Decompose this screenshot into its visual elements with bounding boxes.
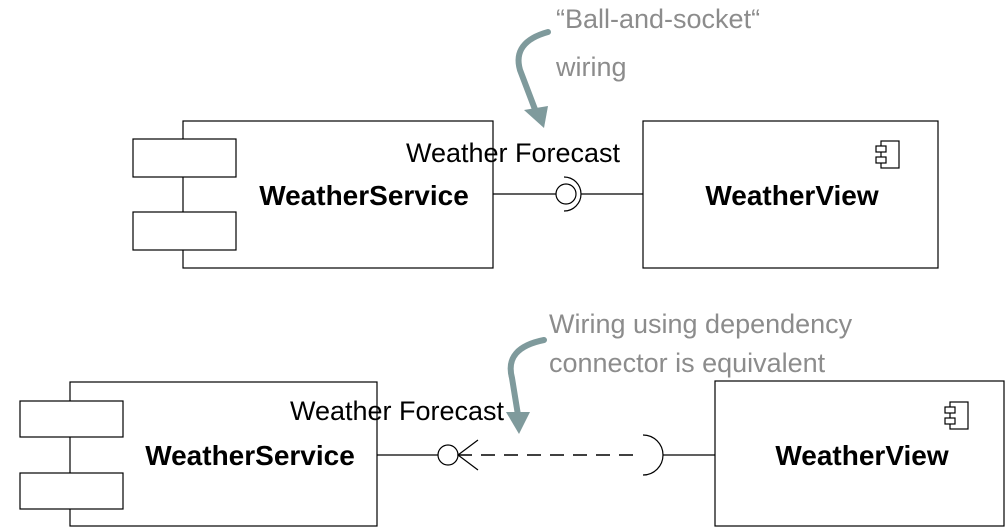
top-diagram: “Ball-and-socket“ wiring WeatherService … <box>132 4 939 269</box>
bottom-dependency-connector <box>377 434 715 476</box>
bottom-annotation-line1: Wiring using dependency <box>549 309 853 339</box>
top-weatherview-component[interactable]: WeatherView <box>642 120 939 269</box>
top-provided-interface-ball-icon <box>555 183 577 205</box>
top-interface-label: Weather Forecast <box>406 138 621 168</box>
bottom-weatherservice-component[interactable]: WeatherService <box>19 381 378 527</box>
bottom-component-icon <box>944 401 969 430</box>
top-ball-and-socket-connector <box>493 176 643 212</box>
top-annotation-line2: wiring <box>555 52 627 82</box>
top-curved-arrow-icon <box>515 29 551 128</box>
top-weatherservice-component[interactable]: WeatherService <box>132 120 494 269</box>
bottom-interface-label: Weather Forecast <box>290 396 505 426</box>
top-component-icon <box>875 140 900 169</box>
top-weatherservice-label: WeatherService <box>259 180 469 211</box>
bottom-weatherview-component[interactable]: WeatherView <box>714 380 1005 527</box>
bottom-weatherview-label: WeatherView <box>775 440 948 471</box>
bottom-annotation-line2: connector is equivalent <box>549 348 826 378</box>
bottom-curved-arrow-icon <box>506 337 547 434</box>
bottom-diagram: Wiring using dependency connector is equ… <box>19 309 1005 527</box>
bottom-required-interface-socket-icon <box>642 434 664 476</box>
bottom-provided-interface-ball-icon <box>437 444 459 466</box>
top-service-port-lower <box>132 211 237 251</box>
top-service-port-upper <box>132 138 237 178</box>
top-weatherview-label: WeatherView <box>705 180 878 211</box>
top-annotation-line1: “Ball-and-socket“ <box>556 4 760 34</box>
bottom-weatherservice-label: WeatherService <box>145 440 355 471</box>
bottom-service-port-upper <box>19 400 124 438</box>
bottom-service-port-lower <box>19 472 124 510</box>
